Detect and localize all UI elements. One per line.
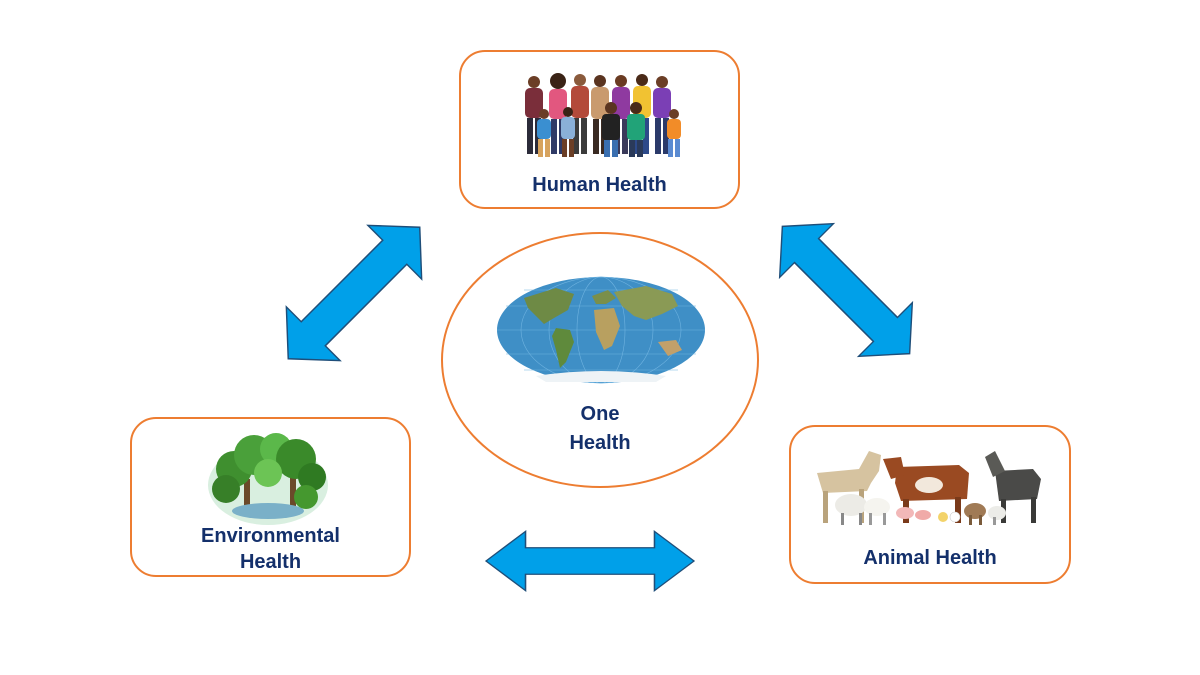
arrow-human-environmental [260, 199, 448, 387]
human-health-label: Human Health [532, 174, 667, 196]
animal-health-box: Animal Health [789, 425, 1071, 584]
environmental-health-label: Environmental Health [132, 523, 409, 575]
people-group-icon [525, 73, 681, 157]
trees-icon [208, 433, 328, 525]
one-health-circle: One Health [441, 232, 759, 488]
one-health-line1: One [580, 403, 620, 425]
world-map-icon [497, 276, 705, 384]
animal-health-label: Animal Health [863, 547, 997, 569]
farm-animals-icon [817, 451, 1041, 525]
arrow-human-animal [754, 198, 938, 382]
one-health-label: One Health [443, 400, 757, 458]
environmental-health-box: Environmental Health [130, 417, 411, 577]
arrow-environmental-animal [485, 530, 695, 592]
environmental-health-line2: Health [239, 551, 302, 573]
one-health-line2: Health [569, 432, 631, 454]
environmental-health-line1: Environmental [201, 525, 340, 547]
human-health-box: Human Health [459, 50, 740, 209]
